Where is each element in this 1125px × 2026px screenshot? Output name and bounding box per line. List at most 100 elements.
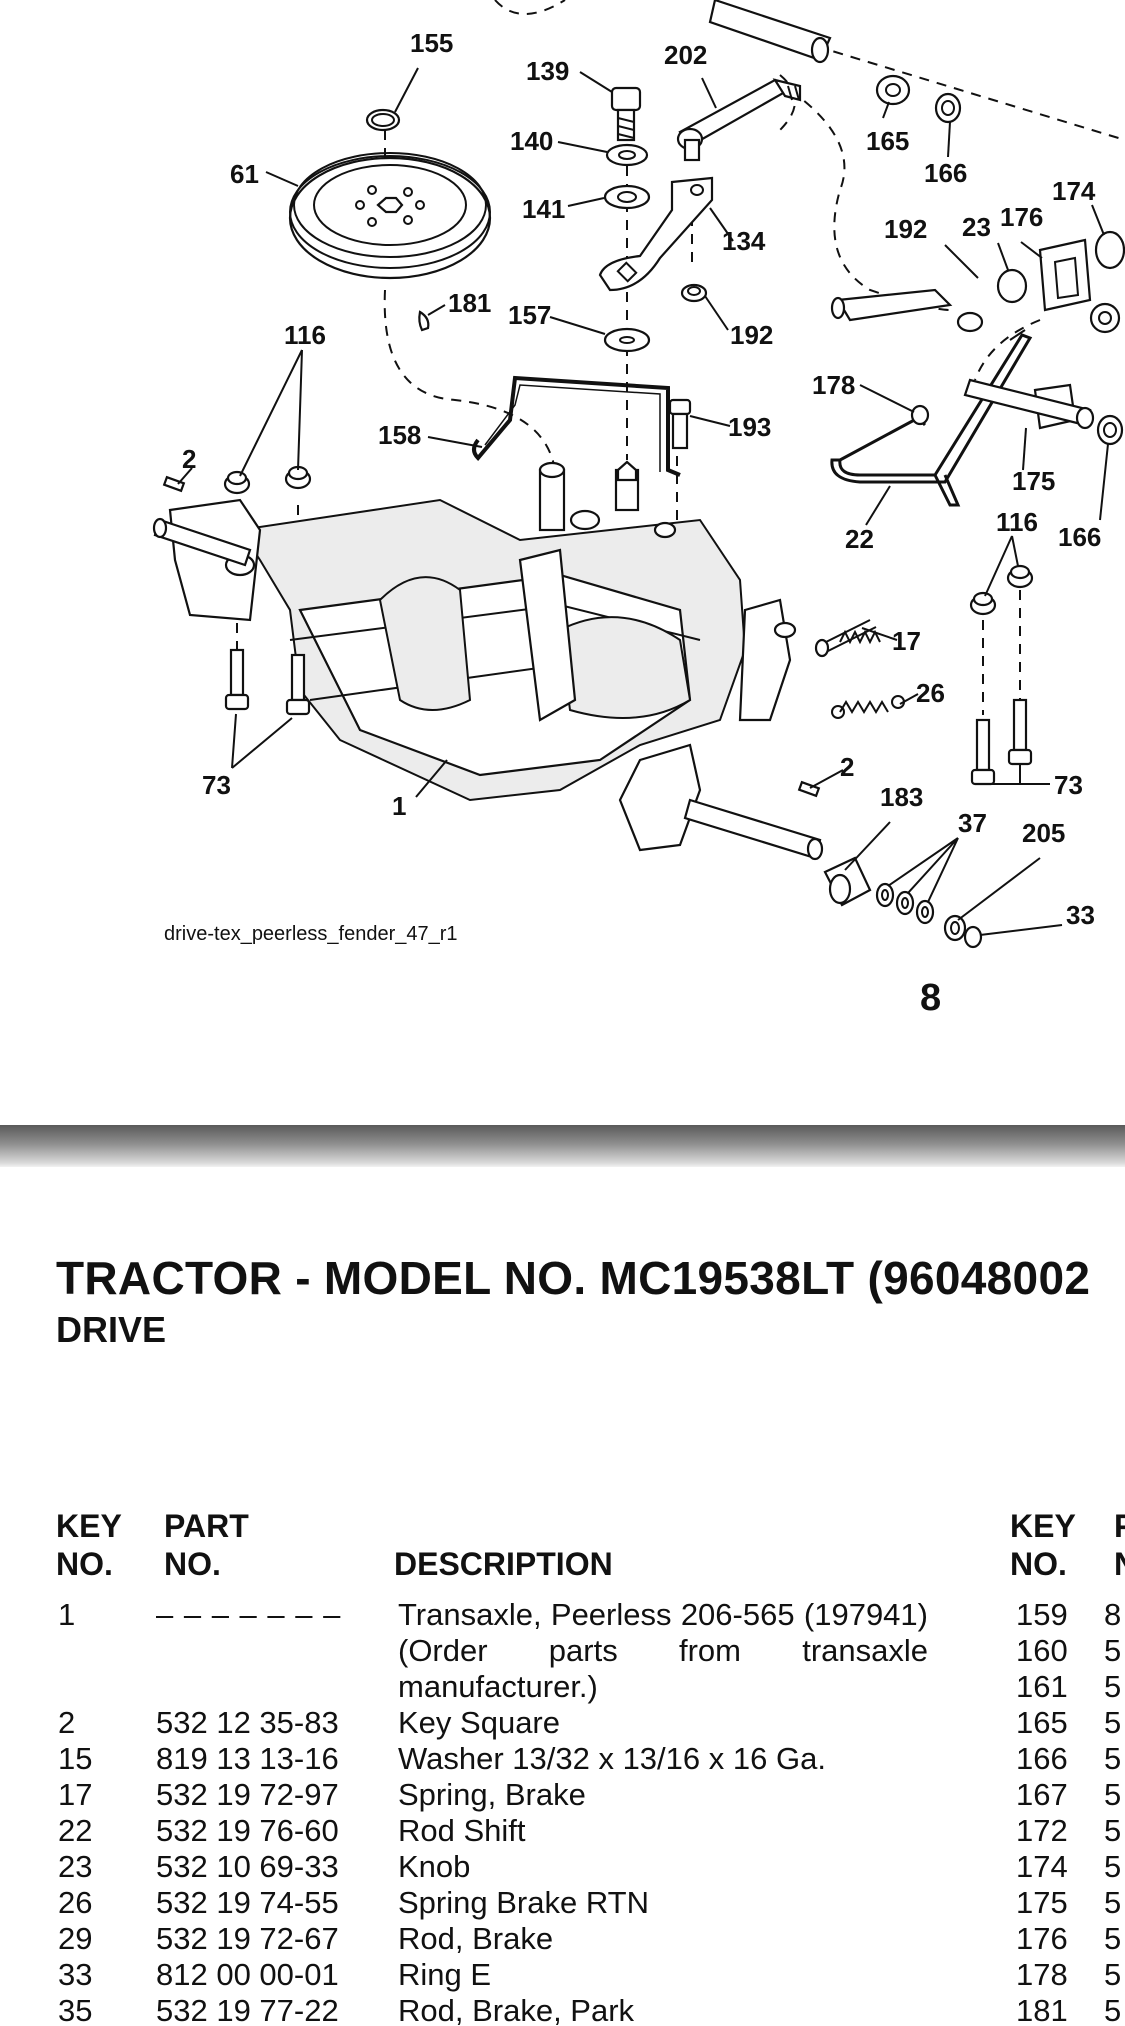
row-key: 15 [58, 1741, 93, 1776]
row-description: Spring Brake RTN [398, 1885, 649, 1920]
page-divider [0, 1125, 1125, 1167]
row-part-no: 819 13 13-16 [156, 1741, 339, 1776]
right-row-part-no: 5 [1104, 1813, 1122, 1848]
callout-157: 157 [508, 300, 551, 330]
row-description: Rod, Brake, Park [398, 1993, 635, 2026]
right-row-key: 178 [1016, 1957, 1068, 1992]
callout-17: 17 [892, 626, 921, 656]
callout-33: 33 [1066, 900, 1095, 930]
row-description: Rod, Brake [398, 1921, 554, 1956]
row-key: 1 [58, 1597, 76, 1632]
row-description: Rod Shift [398, 1813, 526, 1848]
callout-116: 116 [996, 507, 1038, 537]
row-part-no: 532 19 76-60 [156, 1813, 339, 1848]
figure-code: drive-tex_peerless_fender_47_r1 [164, 923, 458, 945]
row-part-no: 532 12 35-83 [156, 1705, 339, 1740]
row-key: 22 [58, 1813, 93, 1848]
callout-166: 166 [924, 158, 967, 188]
callout-37: 37 [958, 808, 987, 838]
exploded-parts-diagram: 155 139 202 165 166 174 61 140 141 134 1… [152, 0, 1125, 1019]
callout-178: 178 [812, 370, 855, 400]
row-part-no: 812 00 00-01 [156, 1957, 339, 1992]
row-key: 35 [58, 1993, 93, 2026]
right-row-part-no: 5 [1104, 1993, 1122, 2026]
description-header: DESCRIPTION [394, 1546, 613, 1582]
callout-176: 176 [1000, 202, 1043, 232]
right-row-key: 159 [1016, 1597, 1068, 1632]
callout-139: 139 [526, 56, 569, 86]
callout-158: 158 [378, 420, 421, 450]
right-part-no-header: PN [1114, 1508, 1125, 1582]
row-key: 17 [58, 1777, 93, 1812]
callout-23: 23 [962, 212, 991, 242]
right-row-part-no: 5 [1104, 1777, 1122, 1812]
callout-26: 26 [916, 678, 945, 708]
row-description: Spring, Brake [398, 1777, 586, 1812]
callout-140: 140 [510, 126, 553, 156]
callout-175: 175 [1012, 466, 1055, 496]
right-row-part-no: 5 [1104, 1669, 1122, 1704]
right-row-key: 161 [1016, 1669, 1068, 1704]
page-number: 8 [920, 977, 941, 1019]
row-part-no: 532 19 77-22 [156, 1993, 339, 2026]
callout-73: 73 [1054, 770, 1083, 800]
callout-181: 181 [448, 288, 491, 318]
row-key: 23 [58, 1849, 93, 1884]
right-row-part-no: 5 [1104, 1633, 1122, 1668]
right-row-key: 160 [1016, 1633, 1068, 1668]
right-row-part-no: 5 [1104, 1921, 1122, 1956]
callout-193: 193 [728, 412, 771, 442]
right-row-key: 172 [1016, 1813, 1068, 1848]
callout-192: 192 [730, 320, 773, 350]
right-row-key: 165 [1016, 1705, 1068, 1740]
callout-174: 174 [1052, 176, 1096, 206]
callout-192: 192 [884, 214, 927, 244]
row-description: Washer 13/32 x 13/16 x 16 Ga. [398, 1741, 826, 1776]
right-row-key: 181 [1016, 1993, 1068, 2026]
right-row-key: 167 [1016, 1777, 1068, 1812]
row-key: 33 [58, 1957, 93, 1992]
callout-116: 116 [284, 320, 326, 350]
callout-141: 141 [522, 194, 565, 224]
right-row-part-no: 5 [1104, 1849, 1122, 1884]
pulley-part-61 [288, 152, 492, 280]
row-key: 2 [58, 1705, 76, 1740]
callout-1: 1 [392, 791, 406, 821]
right-row-part-no: 5 [1104, 1885, 1122, 1920]
right-row-part-no: 5 [1104, 1705, 1122, 1740]
callout-202: 202 [664, 40, 707, 70]
callout-2: 2 [182, 444, 196, 474]
row-part-no: 532 19 74-55 [156, 1885, 339, 1920]
parts-list-page: TRACTOR - MODEL NO. MC19538LT (96048002 … [0, 1167, 1125, 2026]
row-description: Knob [398, 1849, 471, 1884]
callout-73: 73 [202, 770, 231, 800]
page-title: TRACTOR - MODEL NO. MC19538LT (96048002 [56, 1252, 1091, 1304]
right-row-key: 175 [1016, 1885, 1068, 1920]
row-part-no: 532 19 72-67 [156, 1921, 339, 1956]
right-row-key: 174 [1016, 1849, 1068, 1884]
callout-155: 155 [410, 28, 453, 58]
section-title: DRIVE [56, 1309, 167, 1350]
right-row-key: 176 [1016, 1921, 1068, 1956]
row-key: 26 [58, 1885, 93, 1920]
right-row-part-no: 8 [1104, 1597, 1122, 1632]
callout-2: 2 [840, 752, 854, 782]
diagram-page: 155 139 202 165 166 174 61 140 141 134 1… [152, 0, 1125, 1019]
row-description: Ring E [398, 1957, 492, 1992]
callout-205: 205 [1022, 818, 1065, 848]
row-part-no: – – – – – – – [156, 1597, 342, 1632]
callout-165: 165 [866, 126, 909, 156]
row-part-no: 532 19 72-97 [156, 1777, 339, 1812]
callout-183: 183 [880, 782, 923, 812]
callout-61: 61 [230, 159, 259, 189]
row-key: 29 [58, 1921, 93, 1956]
row-description: Transaxle, Peerless 206-565 (197941)(Ord… [398, 1597, 928, 1704]
right-row-key: 166 [1016, 1741, 1068, 1776]
transaxle-part-1 [152, 460, 824, 861]
callout-134: 134 [722, 226, 766, 256]
row-part-no: 532 10 69-33 [156, 1849, 339, 1884]
right-row-part-no: 5 [1104, 1957, 1122, 1992]
